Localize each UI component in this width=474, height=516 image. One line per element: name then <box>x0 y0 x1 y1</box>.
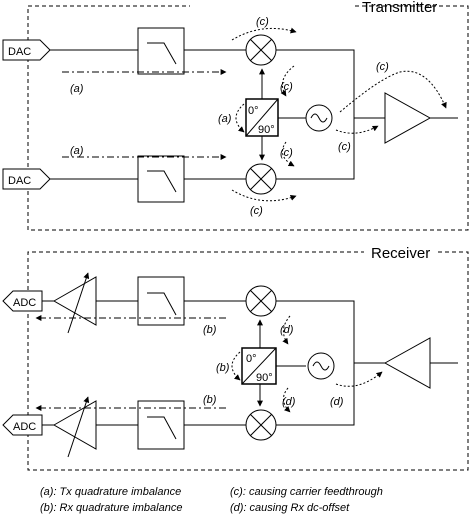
tx-mixer-bottom <box>245 163 277 195</box>
transmitter-boundary <box>27 5 469 231</box>
rx-filter-bottom <box>137 400 185 450</box>
tx-annot-a-shifter: (a) <box>218 113 232 125</box>
rx-annot-d-lower: (d) <box>282 396 296 408</box>
tx-annot-c-bottom: (c) <box>250 205 263 217</box>
legend-a: (a): Tx quadrature imbalance <box>40 486 182 498</box>
tx-annot-c-upper-small: (c) <box>280 81 293 93</box>
tx-oscillator <box>305 104 333 132</box>
legend-c: (c): causing carrier feedthrough <box>230 486 383 498</box>
rx-phase-shifter: 0° 90° <box>241 347 277 385</box>
rx-annot-d-lo: (d) <box>330 396 344 408</box>
tx-annot-c-feed: (c) <box>376 61 389 73</box>
rx-vga-top <box>52 272 97 334</box>
adc-bottom-label: ADC <box>13 421 36 433</box>
tx-annot-c-lo: (c) <box>338 141 351 153</box>
dac-top-label: DAC <box>8 46 31 58</box>
tx-filter-bottom <box>137 155 185 203</box>
receiver-title: Receiver <box>371 245 430 262</box>
tx-annot-a-bottom: (a) <box>70 145 84 157</box>
rx-phase-90: 90° <box>256 372 273 384</box>
legend-b: (b): Rx quadrature imbalance <box>40 502 183 514</box>
rx-annot-b-shifter: (b) <box>216 362 230 374</box>
rx-low-noise-amplifier <box>383 337 458 389</box>
dac-top <box>2 39 51 61</box>
receiver-boundary <box>27 251 469 471</box>
rx-annot-b-bottom: (b) <box>203 394 217 406</box>
rx-vga-bottom <box>52 396 97 458</box>
tx-annot-c-top: (c) <box>256 16 269 28</box>
receiver-section: Receiver ADC ADC <box>2 245 469 471</box>
rx-annot-d-upper: (d) <box>280 324 294 336</box>
rx-mixer-bottom <box>245 409 277 441</box>
rx-oscillator <box>307 352 335 380</box>
tx-phase-0: 0° <box>248 105 259 117</box>
rx-mixer-top <box>245 285 277 317</box>
adc-top-label: ADC <box>13 297 36 309</box>
transmitter-title: Transmitter <box>362 0 437 16</box>
tx-power-amplifier <box>384 92 458 144</box>
tx-annot-a-top: (a) <box>70 83 84 95</box>
dac-bottom <box>2 168 51 190</box>
tx-filter-top <box>137 27 185 75</box>
tx-phase-shifter: 0° 90° <box>245 98 279 137</box>
rx-phase-0: 0° <box>246 353 257 365</box>
transmitter-section: Transmitter DAC DAC <box>2 0 469 231</box>
rx-filter-top <box>137 276 185 326</box>
rx-annot-b-top: (b) <box>203 324 217 336</box>
tx-annot-c-lower-small: (c) <box>280 147 293 159</box>
tx-phase-90: 90° <box>258 124 275 136</box>
legend-d: (d): causing Rx dc-offset <box>230 502 350 514</box>
tx-mixer-top <box>245 34 277 66</box>
dac-bottom-label: DAC <box>8 175 31 187</box>
